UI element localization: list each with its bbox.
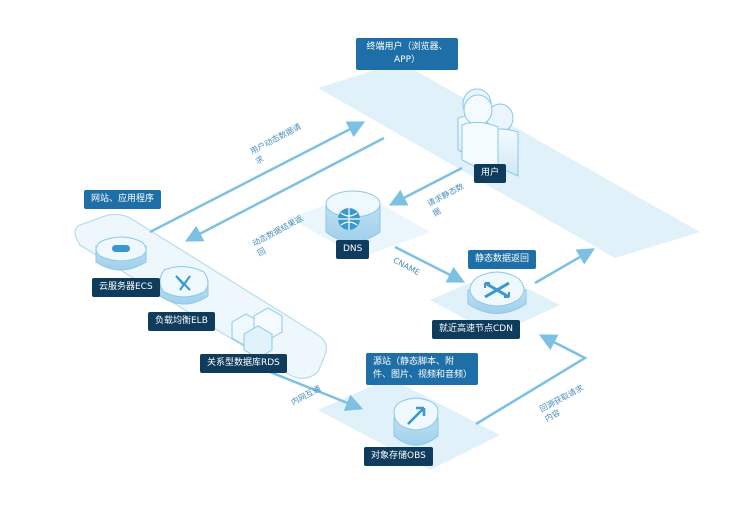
ecs-label: 云服务器ECS <box>92 278 160 297</box>
arrow-static-return <box>534 248 596 285</box>
web-apps-tag: 网站、应用程序 <box>84 190 162 209</box>
user-group-icon <box>457 88 519 179</box>
obs-label: 对象存储OBS <box>364 447 433 466</box>
arrow-dynamic-request <box>149 121 366 234</box>
rds-label: 关系型数据库RDS <box>200 354 287 373</box>
arrow-cname <box>394 245 466 283</box>
arrow-intranet <box>264 368 364 411</box>
arrow-origin-pull <box>475 334 588 426</box>
cdn-label: 就近高速节点CDN <box>432 320 520 339</box>
arrow-static-request <box>388 166 463 206</box>
ecs-server-icon <box>95 236 147 271</box>
arrow-dynamic-return <box>184 136 385 242</box>
dns-icon <box>325 190 381 243</box>
rds-icon <box>231 307 283 359</box>
elb-label: 负载均衡ELB <box>148 312 215 331</box>
dns-label: DNS <box>336 240 370 259</box>
static-return-tag: 静态数据返回 <box>468 250 537 269</box>
user-label: 用户 <box>474 164 507 183</box>
end-users-tag: 终端用户（浏览器、APP） <box>356 38 458 70</box>
cdn-icon <box>467 271 527 314</box>
elb-icon <box>159 266 209 305</box>
obs-icon <box>393 397 439 446</box>
origin-tag: 源站（静态脚本、附件、图片、视频和音频） <box>366 353 478 385</box>
